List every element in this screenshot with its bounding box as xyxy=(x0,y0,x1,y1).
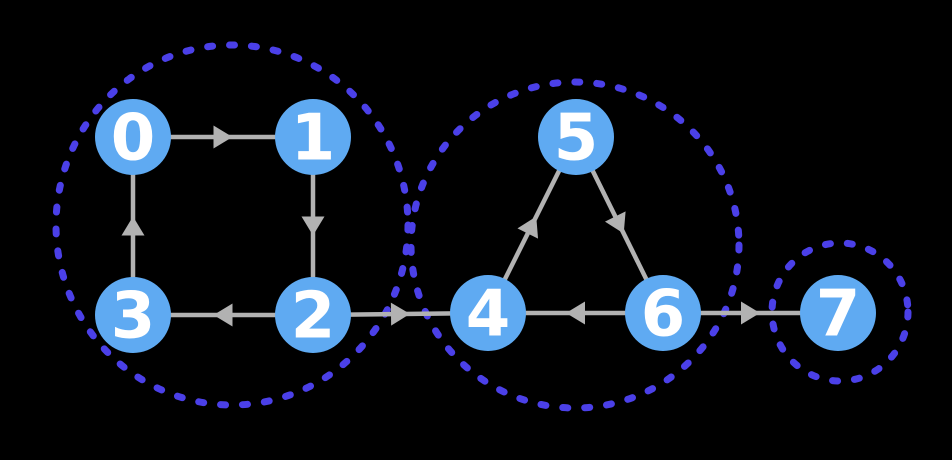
arrowhead-2-to-4 xyxy=(390,302,410,326)
node-circle-2 xyxy=(275,277,351,353)
node-6: 6 xyxy=(625,275,701,352)
node-3: 3 xyxy=(95,277,171,354)
node-label-3: 3 xyxy=(111,280,156,354)
node-5: 5 xyxy=(538,99,614,176)
cluster-outlines xyxy=(52,41,912,412)
node-label-5: 5 xyxy=(554,102,599,176)
node-label-0: 0 xyxy=(111,102,156,176)
node-circle-5 xyxy=(538,99,614,175)
node-circle-7 xyxy=(800,275,876,351)
node-label-4: 4 xyxy=(466,278,511,352)
node-2: 2 xyxy=(275,277,351,354)
node-circle-1 xyxy=(275,99,351,175)
cluster-outline-0-1-2-3 xyxy=(52,41,412,409)
node-circle-0 xyxy=(95,99,171,175)
cluster-outline-4-5-6 xyxy=(407,78,743,412)
node-1: 1 xyxy=(275,99,351,176)
node-label-6: 6 xyxy=(641,278,686,352)
node-circle-6 xyxy=(625,275,701,351)
node-label-1: 1 xyxy=(291,102,336,176)
arrowhead-5-to-6 xyxy=(604,211,626,234)
node-4: 4 xyxy=(450,275,526,352)
node-0: 0 xyxy=(95,99,171,176)
node-label-2: 2 xyxy=(291,280,336,354)
nodes: 0 1 2 3 4 5 6 7 xyxy=(95,99,876,354)
arrowhead-1-to-2 xyxy=(301,216,325,236)
cluster-outline-7 xyxy=(768,239,912,385)
node-7: 7 xyxy=(800,275,876,352)
arrowhead-4-to-5 xyxy=(517,216,539,239)
arrowhead-6-to-7 xyxy=(741,301,760,325)
node-circle-4 xyxy=(450,275,526,351)
node-label-7: 7 xyxy=(816,278,861,352)
node-circle-3 xyxy=(95,277,171,353)
arrowhead-6-to-4 xyxy=(566,301,585,325)
arrowhead-2-to-3 xyxy=(213,303,233,327)
arrowhead-0-to-1 xyxy=(213,125,233,149)
arrowhead-3-to-0 xyxy=(121,216,145,236)
